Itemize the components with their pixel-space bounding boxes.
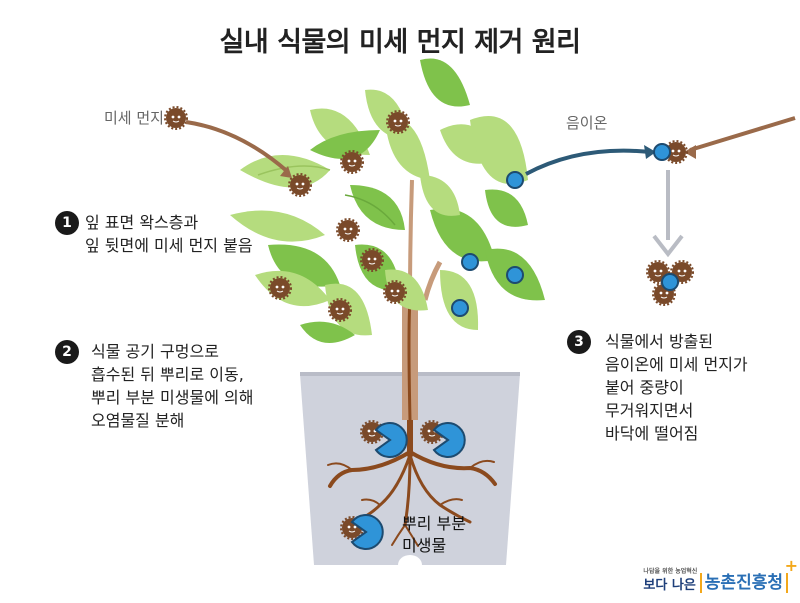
logo-right: 농촌진흥청 + [699, 556, 798, 593]
step-2-text: 식물 공기 구멍으로 흡수된 뒤 뿌리로 이동, 뿌리 부분 미생물에 의해 오… [91, 342, 254, 430]
step-3-number: 3 [567, 330, 591, 354]
logo-left-label: 보다 나은 [643, 578, 696, 593]
step-1-number: 1 [55, 211, 79, 235]
step-3-text: 식물에서 방출된 음이온에 미세 먼지가 붙어 중량이 무거워지면서 바닥에 떨… [605, 332, 748, 443]
logo-slogan: 나답을 위한 농업혁신 [643, 568, 698, 575]
logo-agency-name: 농촌진흥청 [699, 573, 788, 593]
step-1: 1 잎 표면 왁스층과 잎 뒷면에 미세 먼지 붙음 [55, 211, 253, 257]
step-3: 3 식물에서 방출된 음이온에 미세 먼지가 붙어 중량이 무거워지면서 바닥에… [567, 330, 748, 445]
dust-from-right [653, 116, 796, 164]
dust-label: 미세 먼지 [104, 109, 164, 127]
root-microbes-label: 뿌리 부분 미생물 [402, 514, 466, 555]
fall-arrow [652, 170, 684, 258]
step-2-number: 2 [55, 340, 79, 364]
ion-arrow [525, 145, 656, 176]
ion-label: 음이온 [566, 114, 608, 132]
plus-icon: + [784, 556, 798, 575]
rda-logo: 나답을 위한 농업혁신 보다 나은 농촌진흥청 + [643, 556, 798, 593]
dust-cluster [646, 260, 694, 306]
step-2: 2 식물 공기 구멍으로 흡수된 뒤 뿌리로 이동, 뿌리 부분 미생물에 의해… [55, 340, 253, 432]
logo-left-text: 나답을 위한 농업혁신 보다 나은 [643, 568, 697, 593]
step-1-text: 잎 표면 왁스층과 잎 뒷면에 미세 먼지 붙음 [85, 213, 253, 255]
dust-arrow [164, 106, 292, 178]
diagram-title: 실내 식물의 미세 먼지 제거 원리 [219, 27, 581, 58]
